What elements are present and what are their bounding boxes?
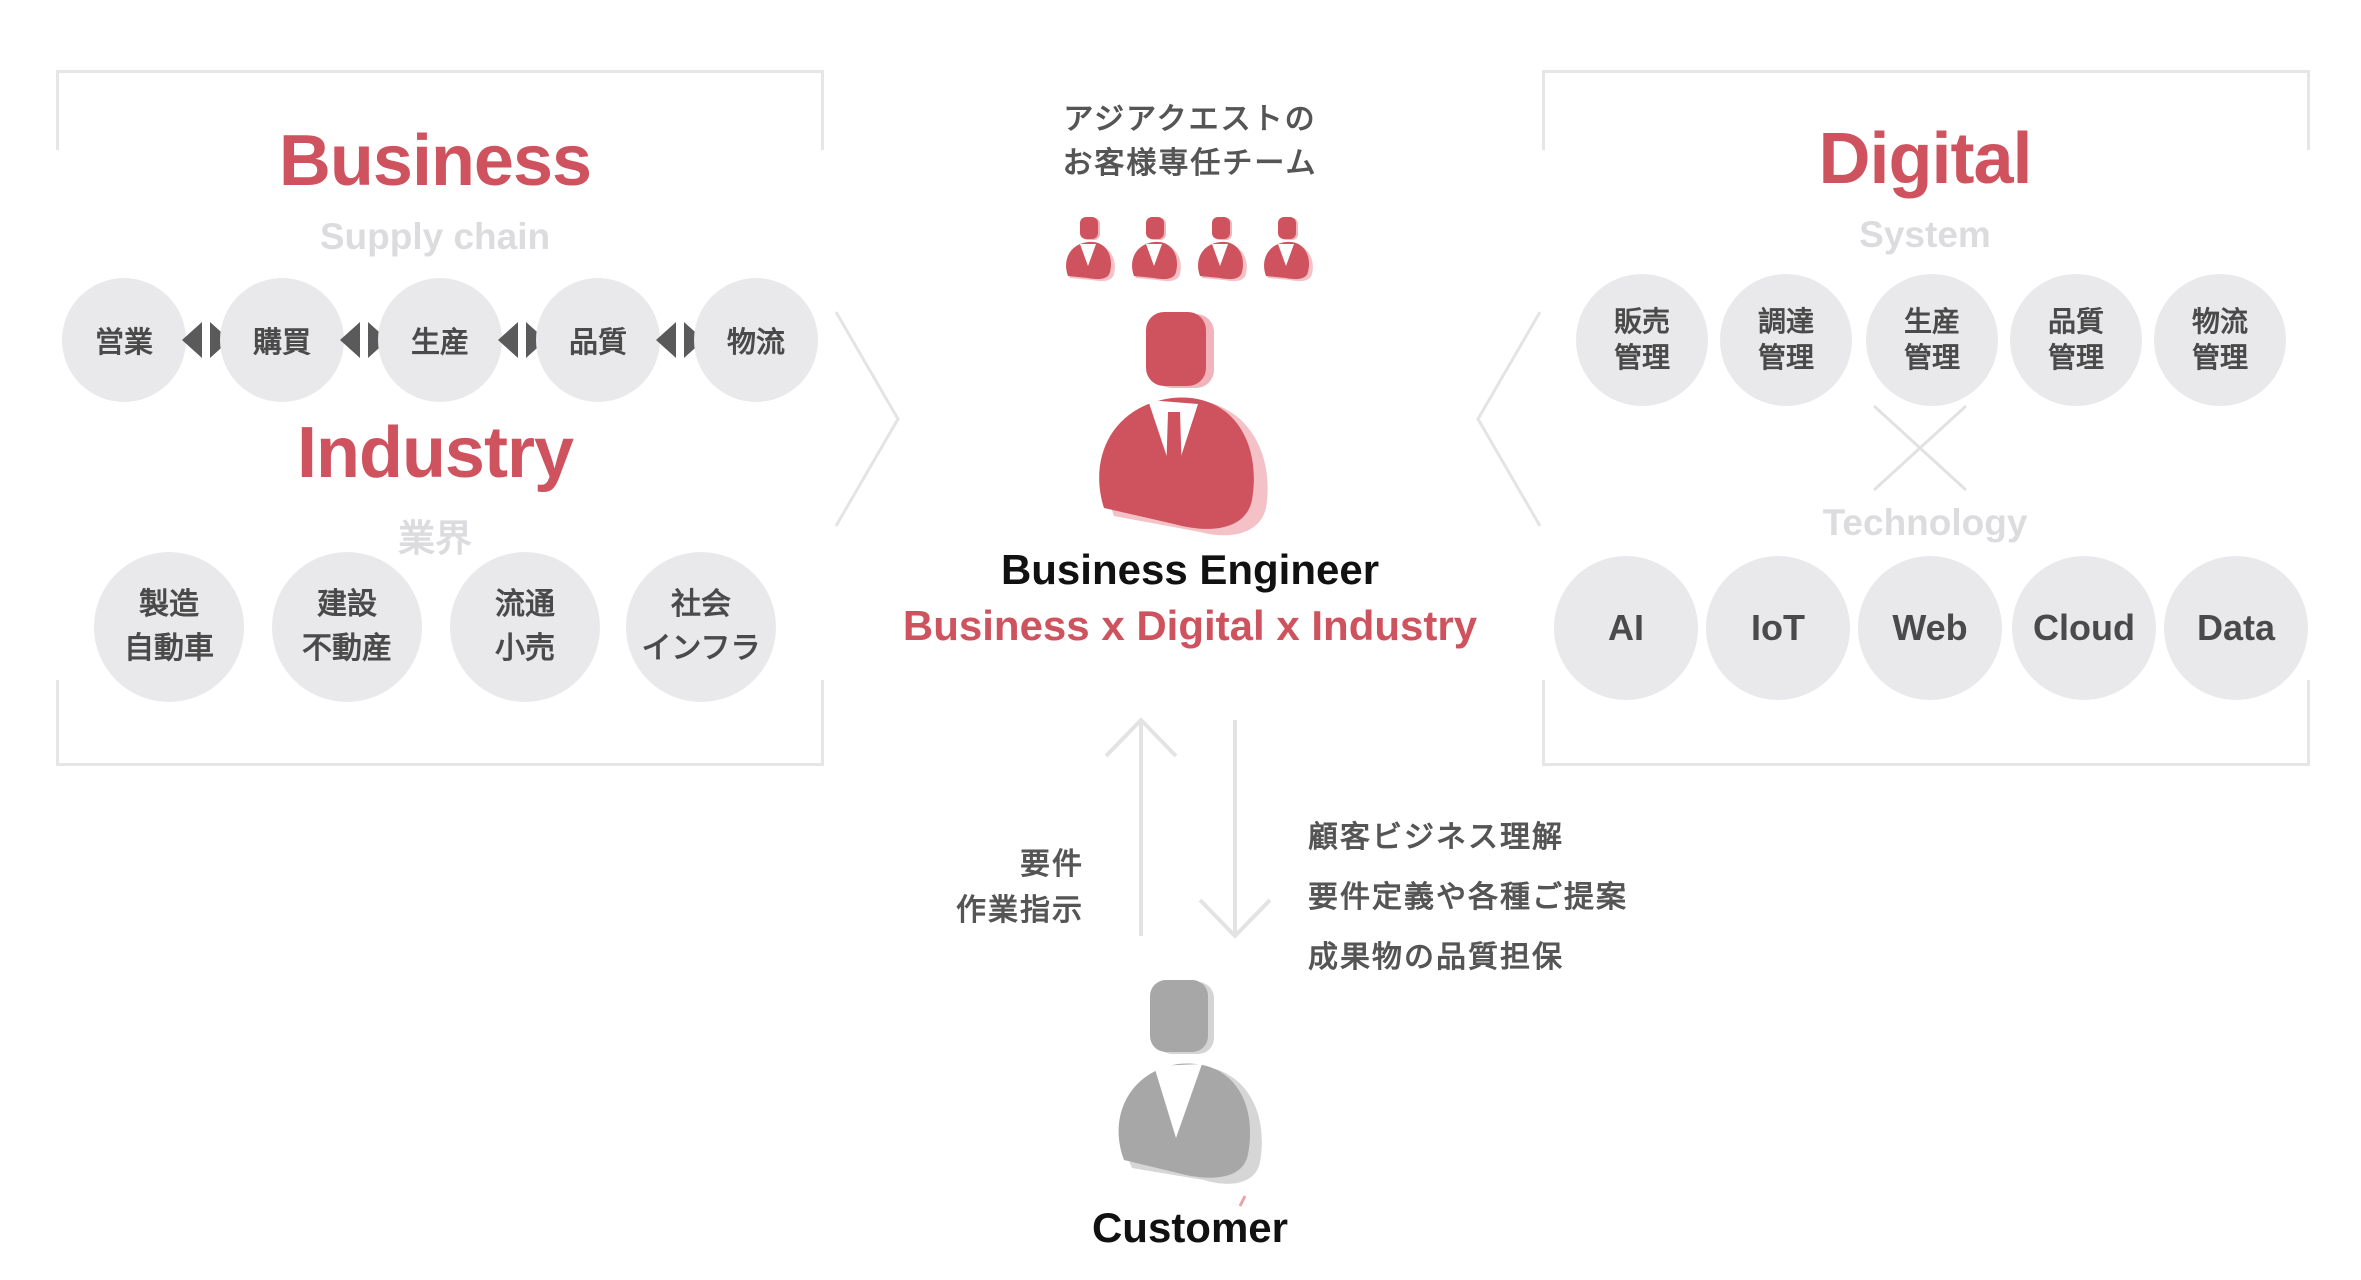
supply-chain-item-label: 物流 (726, 325, 785, 359)
industry-item-label: 社会 インフラ (641, 587, 761, 666)
system-subtitle: System (1859, 214, 1991, 255)
industry-item: 流通 小売 (450, 552, 600, 702)
technology-item-label: Web (1892, 607, 1968, 648)
down-item: 顧客ビジネス理解 (1308, 820, 1564, 855)
engineer-subtitle: Business x Digital x Industry (902, 602, 1478, 649)
technology-item-label: IoT (1751, 607, 1805, 648)
supply-chain-item-label: 購買 (252, 325, 311, 359)
down-item: 成果物の品質担保 (1308, 940, 1564, 975)
business-engineer-icon (1099, 312, 1268, 536)
system-item: 品質 管理 (2010, 274, 2142, 406)
engineer-title: Business Engineer (1000, 546, 1380, 593)
supply-chain-item-label: 品質 (568, 325, 627, 359)
industry-subtitle: 業界 (398, 518, 472, 559)
digital-title: Digital (1818, 119, 2032, 199)
system-item-label: 物流 管理 (2191, 305, 2248, 374)
system-item: 生産 管理 (1866, 274, 1998, 406)
system-item-label: 販売 管理 (1613, 305, 1670, 374)
supply-chain-item: 購買 (220, 278, 344, 402)
system-item: 調達 管理 (1720, 274, 1852, 406)
industry-item-label: 製造 自動車 (124, 587, 214, 666)
customer-icon (1118, 980, 1262, 1184)
supply-chain-item: 物流 (694, 278, 818, 402)
supply-chain-subtitle: Supply chain (319, 216, 551, 257)
industry-item: 建設 不動産 (272, 552, 422, 702)
industry-item: 製造 自動車 (94, 552, 244, 702)
industry-item-label: 流通 小売 (495, 587, 555, 666)
technology-item: AI (1554, 556, 1698, 700)
technology-item: IoT (1706, 556, 1850, 700)
technology-item: Cloud (2012, 556, 2156, 700)
system-item: 物流 管理 (2154, 274, 2286, 406)
industry-item-label: 建設 不動産 (302, 587, 392, 666)
business-title: Business (278, 121, 592, 201)
supply-chain-item-label: 生産 (410, 325, 469, 359)
supply-chain-item: 生産 (378, 278, 502, 402)
supply-chain-item-label: 営業 (94, 325, 153, 359)
team-member-icon (1264, 217, 1313, 282)
industry-item: 社会 インフラ (626, 552, 776, 702)
technology-subtitle: Technology (1822, 502, 2028, 543)
supply-chain-item: 品質 (536, 278, 660, 402)
technology-item: Data (2164, 556, 2308, 700)
team-member-icon (1066, 217, 1115, 282)
technology-item: Web (1858, 556, 2002, 700)
supply-chain-item: 営業 (62, 278, 186, 402)
team-member-icon (1198, 217, 1247, 282)
team-member-icon (1132, 217, 1181, 282)
team-label: アジアクエストの お客様専任チーム (1062, 102, 1318, 181)
system-item: 販売 管理 (1576, 274, 1708, 406)
technology-item-label: AI (1608, 607, 1644, 648)
system-item-label: 調達 管理 (1757, 305, 1814, 374)
customer-label: Customer (1091, 1204, 1289, 1251)
customer-accent-mark (1238, 1195, 1247, 1207)
chevron-right-icon (834, 311, 900, 527)
cross-icon (1872, 404, 1968, 492)
up-label: 要件 作業指示 (956, 847, 1084, 928)
technology-item-label: Data (2196, 607, 2276, 648)
down-item: 要件定義や各種ご提案 (1308, 880, 1628, 915)
system-item-label: 品質 管理 (2047, 305, 2104, 374)
system-item-label: 生産 管理 (1903, 305, 1960, 374)
up-arrow-icon (1104, 717, 1178, 936)
chevron-left-icon (1476, 311, 1542, 527)
technology-item-label: Cloud (2033, 607, 2135, 648)
down-arrow-icon (1198, 720, 1272, 939)
industry-title: Industry (296, 413, 574, 493)
